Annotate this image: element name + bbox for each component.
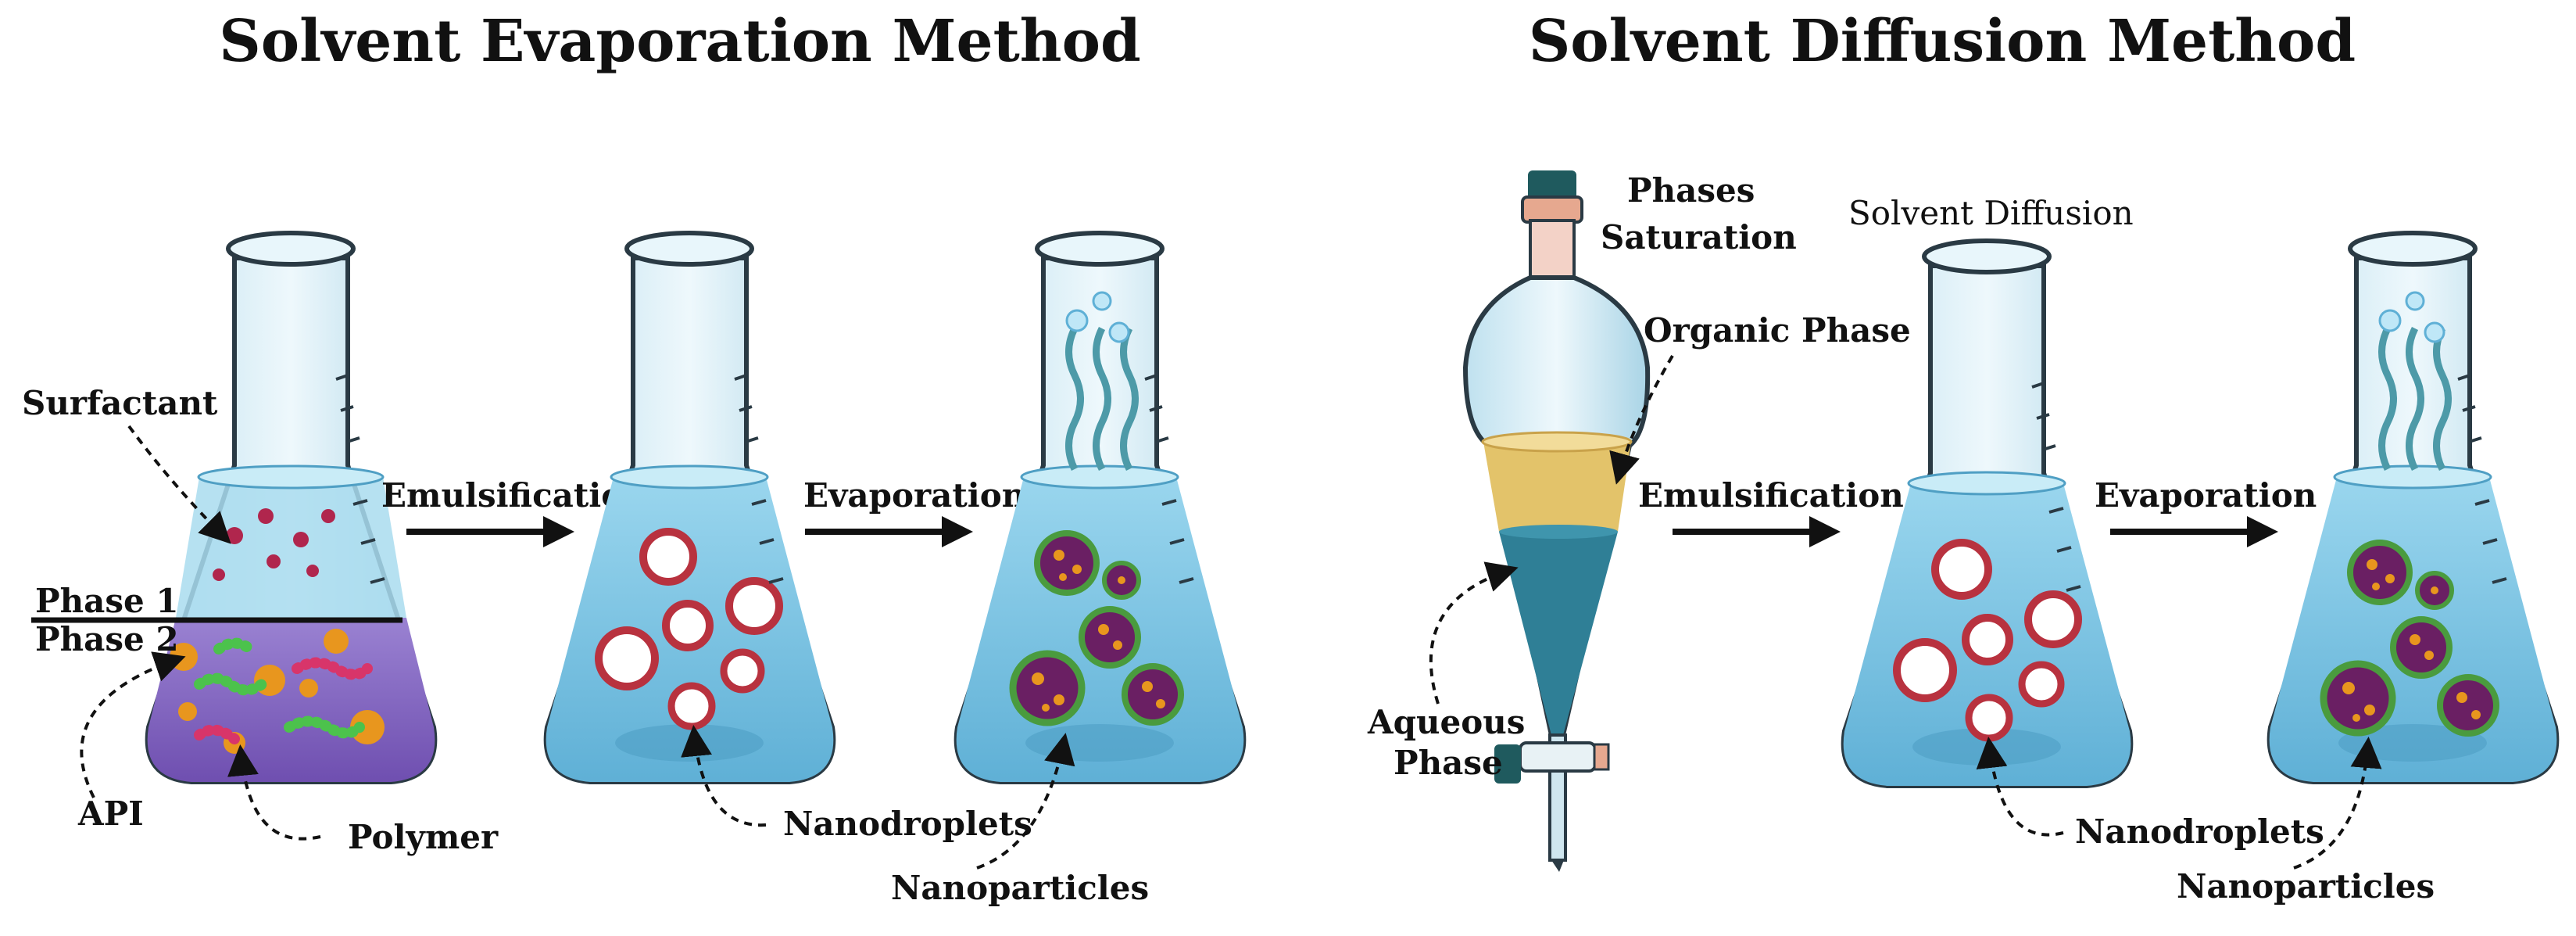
nanodroplets-pointer-right [1976,737,2064,837]
surfactant-label: Surfactant [22,384,218,422]
step-emulsification-left: Emulsification [381,476,647,515]
api-and-polymer [170,629,385,754]
arrow-evaporation-left [805,516,973,547]
nanoparticles-right [2320,540,2499,737]
nanoparticles-pointer-right [2293,737,2382,870]
flask-1-two-phase [145,231,438,784]
step-evaporation-right: Evaporation [2095,476,2317,515]
phase-2-label: Phase 2 [35,620,179,658]
api-label: API [77,794,144,833]
flask-5-nanoparticles [2267,231,2560,784]
flask-3-nanoparticles [953,231,1247,784]
organic-phase-label: Organic Phase [1644,311,1911,350]
nanoparticles-pointer-left [976,733,1075,870]
vapor-waves-right [2378,291,2452,472]
nanodroplets-pointer-left [681,725,767,827]
phase-1-label: Phase 1 [35,582,179,620]
step-evaporation-left: Evaporation [803,476,1025,515]
api-pointer [80,651,186,798]
polymer-pointer [227,744,321,841]
step-emulsification-right: Emulsification [1638,476,1904,515]
nanodroplets-label-left: Nanodroplets [783,805,1032,843]
phases-saturation-label-1: Phases [1627,171,1755,210]
separatory-funnel [1462,170,1651,872]
aqueous-phase-pointer [1429,561,1519,705]
surfactant-pointer [127,425,231,544]
aqueous-phase-label-2: Phase [1394,744,1503,782]
aqueous-phase-label-1: Aqueous [1367,703,1525,741]
arrow-emulsification-left [406,516,574,547]
polymer-label: Polymer [348,818,499,856]
nanodroplets-right [1893,539,2082,742]
phases-saturation-label-2: Saturation [1601,218,1797,256]
title-evaporation-method: Solvent Evaporation Method [219,8,1140,75]
nanoparticles [1009,530,1184,726]
nanoparticles-label-left: Nanoparticles [891,869,1149,907]
arrow-emulsification-right [1673,516,1841,547]
vapor-waves [1065,291,1139,472]
arrow-evaporation-right [2110,516,2278,547]
solvent-diffusion-label: Solvent Diffusion [1848,194,2134,232]
title-diffusion-method: Solvent Diffusion Method [1529,8,2356,75]
nanodroplets-label-right: Nanodroplets [2075,812,2324,851]
flask-4-nanodroplets [1841,238,2134,788]
flask-2-nanodroplets [543,231,836,784]
organic-phase-pointer [1609,354,1674,485]
nanoparticles-label-right: Nanoparticles [2177,867,2435,906]
nanodroplets [595,528,783,730]
